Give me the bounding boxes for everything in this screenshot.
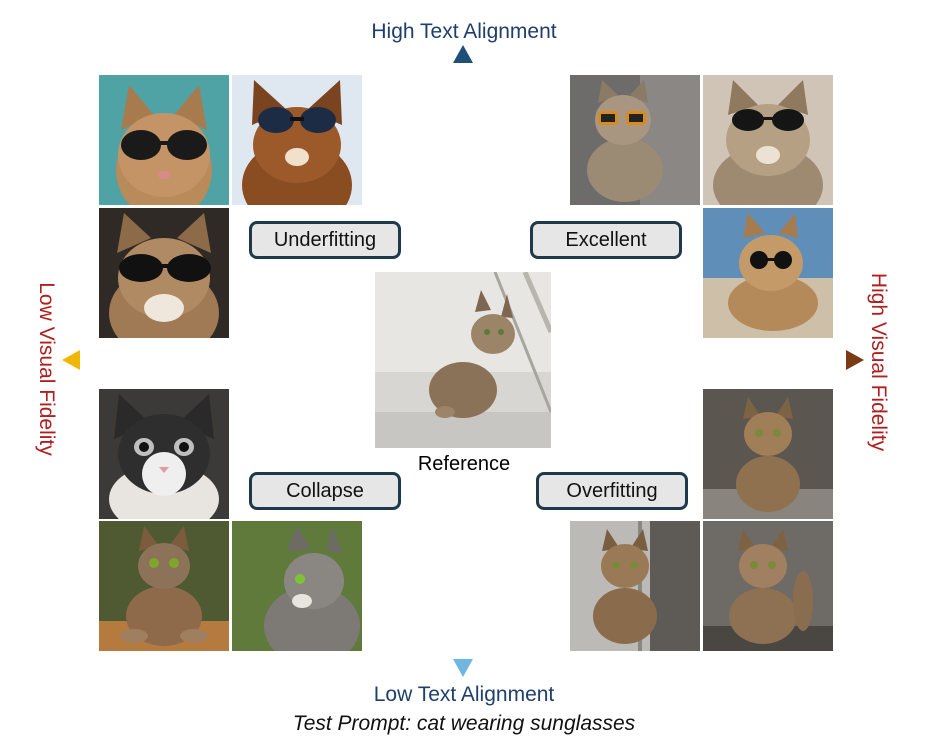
overfitting-image-2 (570, 521, 700, 651)
test-prompt-caption: Test Prompt: cat wearing sunglasses (292, 712, 636, 735)
axis-label-high-text-alignment: High Text Alignment (371, 20, 557, 43)
axis-label-low-visual-fidelity: Low Visual Fidelity (35, 282, 58, 456)
top-arrowhead (453, 45, 473, 63)
quadrant-label-collapse: Collapse (249, 472, 401, 510)
reference-image (375, 271, 554, 448)
axis-label-high-visual-fidelity: High Visual Fidelity (867, 272, 890, 452)
underfitting-image-3 (99, 208, 229, 338)
quadrant-label-underfitting: Underfitting (249, 221, 401, 259)
excellent-image-2 (703, 75, 833, 205)
overfitting-image-1 (703, 389, 833, 519)
quadrant-label-overfitting: Overfitting (536, 472, 688, 510)
reference-label: Reference (417, 453, 511, 475)
collapse-image-3 (232, 521, 362, 651)
right-arrowhead (846, 350, 864, 370)
excellent-image-3 (703, 208, 833, 338)
axis-label-low-text-alignment: Low Text Alignment (373, 683, 555, 706)
left-arrowhead (62, 350, 80, 370)
underfitting-image-1 (99, 75, 229, 205)
overfitting-image-3 (703, 521, 833, 651)
excellent-image-1 (570, 75, 700, 205)
collapse-image-2 (99, 521, 229, 651)
underfitting-image-2 (232, 75, 362, 205)
collapse-image-1 (99, 389, 229, 519)
quadrant-label-excellent: Excellent (530, 221, 682, 259)
bottom-arrowhead (453, 659, 473, 677)
